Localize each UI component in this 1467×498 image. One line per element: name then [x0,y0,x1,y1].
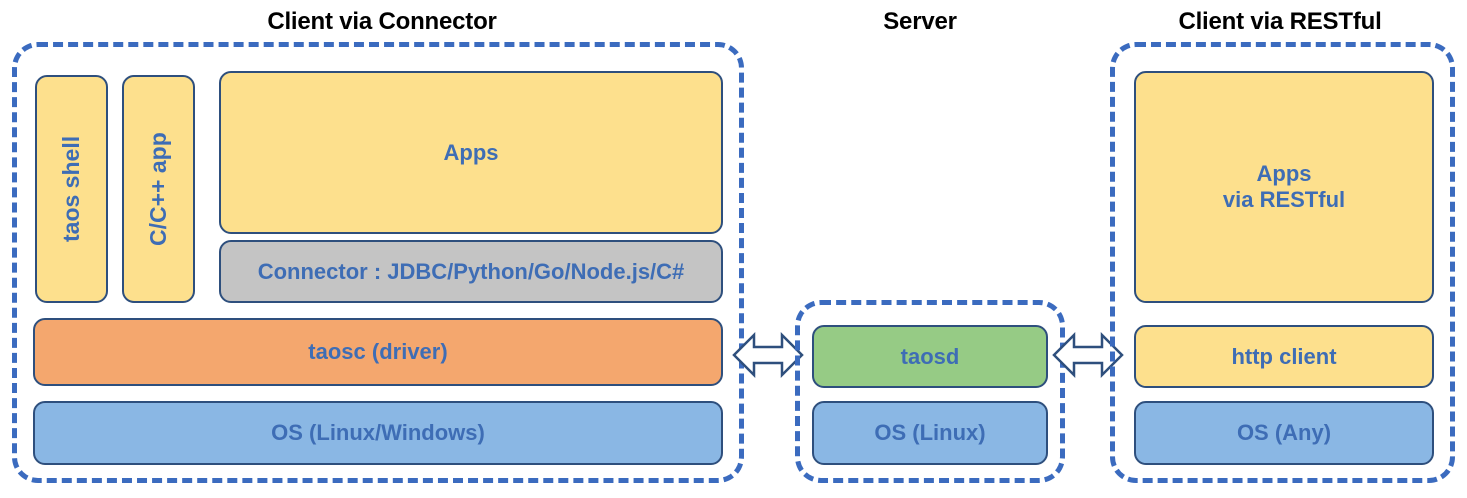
node-apps[interactable]: Apps [219,71,723,234]
panel-title-client-via-restful: Client via RESTful [1178,8,1382,35]
panel-title-server: Server [883,8,957,35]
node-apps-via-restful[interactable]: Apps via RESTful [1134,71,1434,303]
group-client-via-connector [12,42,744,483]
group-client-via-restful [1110,42,1455,483]
node-taos-shell[interactable]: taos shell [35,75,108,303]
node-os-linux-windows[interactable]: OS (Linux/Windows) [33,401,723,465]
node-http-client[interactable]: http client [1134,325,1434,388]
double-arrow-server-restful [1052,331,1124,379]
node-os-linux[interactable]: OS (Linux) [812,401,1048,465]
double-arrow-connector-server [732,331,804,379]
node-cpp-app[interactable]: C/C++ app [122,75,195,303]
group-server [795,300,1065,483]
node-os-any[interactable]: OS (Any) [1134,401,1434,465]
node-taosc-driver[interactable]: taosc (driver) [33,318,723,386]
panel-title-client-via-connector: Client via Connector [267,8,497,35]
node-taosd[interactable]: taosd [812,325,1048,388]
node-connector-libraries[interactable]: Connector : JDBC/Python/Go/Node.js/C# [219,240,723,303]
